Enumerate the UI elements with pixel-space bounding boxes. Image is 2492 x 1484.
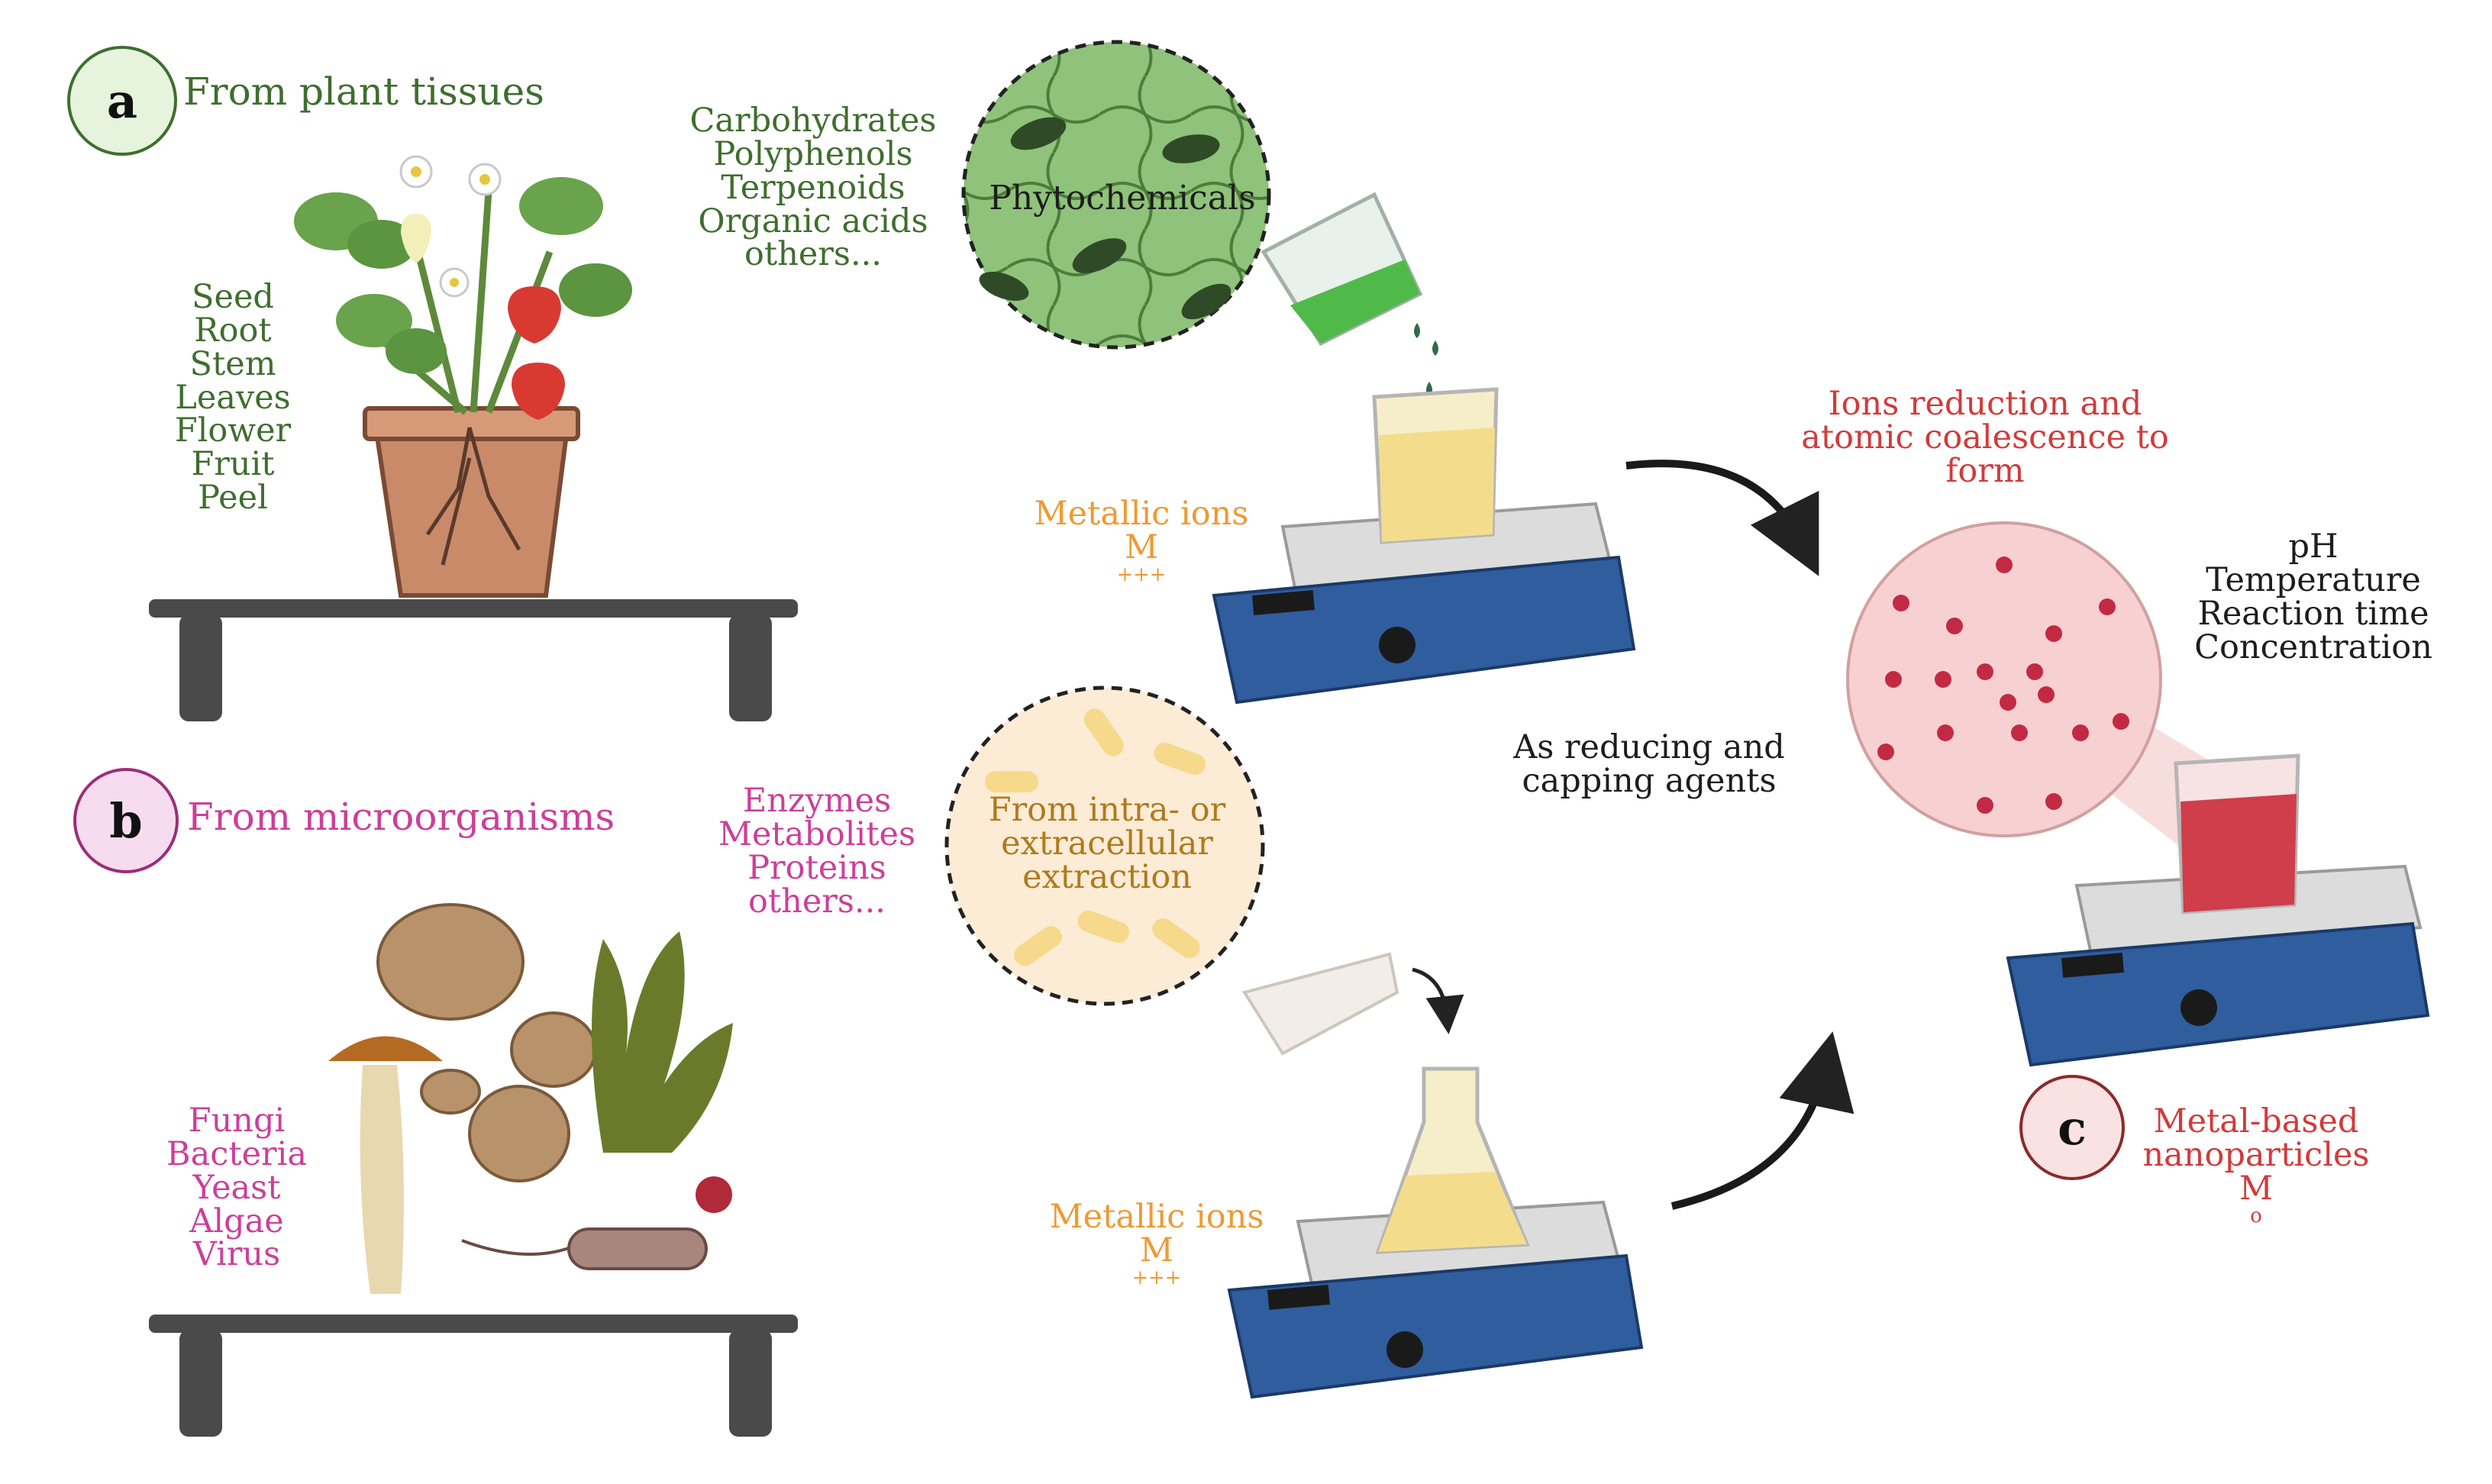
microbe-compounds-list: Enzymes Metabolites Proteins others... <box>702 782 931 921</box>
microbe-compound-item: Proteins <box>747 848 886 887</box>
plant-part-item: Flower <box>174 411 292 450</box>
plant-compound-item: Terpenoids <box>721 168 905 207</box>
condition-item: pH <box>2288 527 2339 566</box>
plant-part-item: Leaves <box>175 378 291 417</box>
condition-item: Concentration <box>2194 627 2432 666</box>
ions-reduction-label: Ions reduction and atomic coalescence to… <box>1787 385 2184 490</box>
plant-part-item: Peel <box>198 479 268 518</box>
reduction-line: atomic coalescence to <box>1801 418 2169 456</box>
metallic-ions-label-top: Metallic ions M+++ <box>1015 495 1267 586</box>
arrow-to-nanoparticles-bottom <box>1670 1031 1854 1210</box>
panel-c-badge: c <box>2019 1075 2125 1180</box>
panel-a-badge: a <box>67 46 177 156</box>
plant-part-item: Root <box>194 311 272 350</box>
microbe-compound-item: Enzymes <box>742 782 892 820</box>
plant-part-item: Fruit <box>191 445 275 484</box>
plant-compound-item: Carbohydrates <box>689 102 937 140</box>
extraction-line: extraction <box>1022 857 1192 896</box>
product-line: Metal-based <box>2153 1102 2359 1140</box>
metallic-ions-text: Metallic ions <box>1034 495 1249 533</box>
nanoparticle-zoom-circle <box>1846 521 2214 855</box>
reducing-line: As reducing and <box>1513 728 1785 766</box>
metallic-ions-formula: M+++ <box>1116 527 1167 586</box>
plant-compound-item: Organic acids <box>698 202 928 240</box>
panel-b-badge-letter: b <box>109 792 143 849</box>
plant-cells-zoom-circle <box>961 40 1271 350</box>
product-line: nanoparticles <box>2142 1135 2370 1174</box>
extraction-line: From intra- or <box>988 791 1226 829</box>
microorganisms-icon <box>328 903 733 1294</box>
phytochemicals-label: Phytochemicals <box>989 179 1256 218</box>
metallic-ions-formula: M+++ <box>1131 1231 1182 1289</box>
table-bottom <box>149 1315 798 1437</box>
reaction-conditions-list: pH Temperature Reaction time Concentrati… <box>2184 527 2443 666</box>
panel-c-badge-letter: c <box>2058 1099 2087 1156</box>
panel-a-badge-letter: a <box>106 73 138 129</box>
hotplate-stirrer-top <box>1212 387 1636 705</box>
panel-b-badge: b <box>73 768 179 873</box>
reduction-line: form <box>1945 451 2025 490</box>
microbe-zoom-circle <box>944 686 1265 1006</box>
hotplate-stirrer-product <box>2006 753 2430 1067</box>
organism-item: Algae <box>189 1202 284 1240</box>
organism-item: Bacteria <box>166 1134 307 1173</box>
organism-item: Yeast <box>192 1168 281 1207</box>
plant-part-item: Stem <box>189 344 276 383</box>
metallic-ions-text: Metallic ions <box>1049 1198 1264 1236</box>
microbe-compound-item: others... <box>748 882 886 921</box>
pouring-flask-icon <box>1241 952 1464 1056</box>
metallic-ions-label-bottom: Metallic ions M+++ <box>1031 1198 1283 1289</box>
microorganisms-list: Fungi Bacteria Yeast Algae Virus <box>145 1102 328 1274</box>
plant-compound-item: Polyphenols <box>713 134 913 173</box>
condition-item: Reaction time <box>2197 594 2429 633</box>
extraction-line: extracellular <box>1001 824 1213 863</box>
reducing-agents-label: As reducing and capping agents <box>1496 731 1802 798</box>
plant-compounds-list: Carbohydrates Polyphenols Terpenoids Org… <box>672 102 954 274</box>
organism-item: Virus <box>192 1235 281 1274</box>
strawberry-plant-icon <box>294 155 632 598</box>
plant-compound-item: others... <box>744 235 882 274</box>
plant-parts-list: Seed Root Stem Leaves Flower Fruit Peel <box>157 278 309 518</box>
table-top <box>149 599 798 721</box>
organism-item: Fungi <box>188 1102 286 1140</box>
hotplate-stirrer-bottom <box>1227 1066 1644 1399</box>
condition-item: Temperature <box>2206 560 2421 599</box>
pouring-beaker-icon <box>1261 192 1438 397</box>
microbe-compound-item: Metabolites <box>718 815 916 853</box>
panel-b-title: From microorganisms <box>187 795 615 839</box>
extraction-label: From intra- or extracellular extraction <box>970 791 1244 896</box>
plant-part-item: Seed <box>192 278 274 316</box>
reducing-line: capping agents <box>1522 761 1777 800</box>
panel-a-title: From plant tissues <box>183 69 544 114</box>
arrow-to-nanoparticles-top <box>1625 460 1819 576</box>
reduction-line: Ions reduction and <box>1828 385 2142 423</box>
